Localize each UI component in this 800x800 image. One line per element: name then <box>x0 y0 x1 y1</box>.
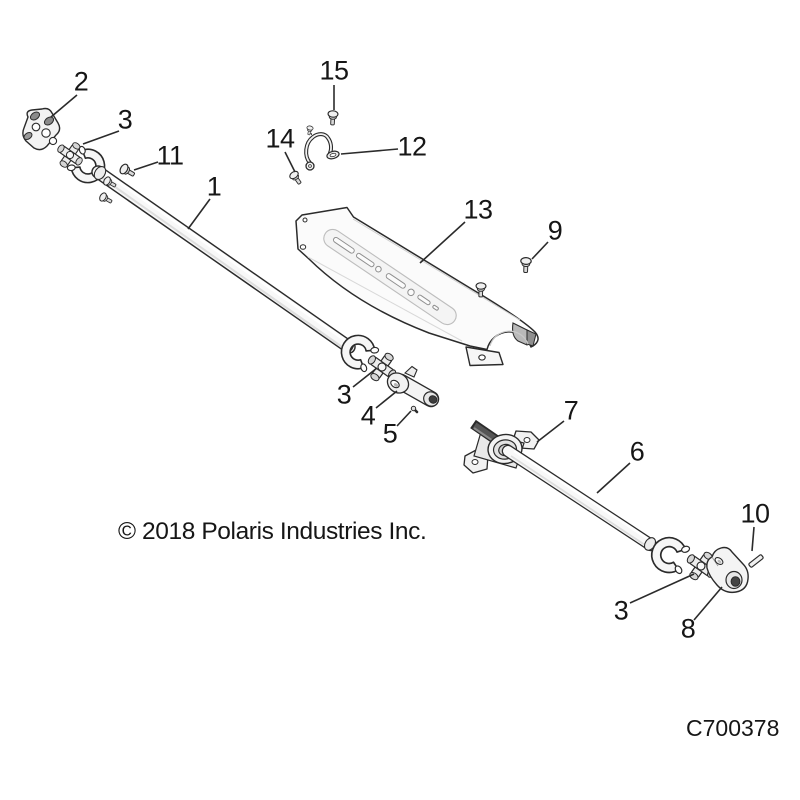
part-15-screw <box>326 109 339 126</box>
callout-10: 10 <box>740 498 770 529</box>
part-8-coupler-lower <box>706 546 749 594</box>
copyright-text: © 2018 Polaris Industries Inc. <box>118 518 427 545</box>
callout-5: 5 <box>382 418 398 449</box>
callout-9: 9 <box>547 215 563 246</box>
part-6-lower-prop-shaft <box>501 444 694 579</box>
callout-11: 11 <box>156 140 184 171</box>
part-2-flange-yoke <box>22 107 61 151</box>
part-4-coupler <box>386 365 440 408</box>
diagram-code: C700378 <box>686 715 780 741</box>
part-9-shield-bolts <box>475 256 532 298</box>
callout-15: 15 <box>319 55 349 86</box>
callout-8: 8 <box>680 613 696 644</box>
part-5-set-screw <box>410 405 419 414</box>
callout-7: 7 <box>563 395 579 426</box>
part-10-pin <box>748 554 764 568</box>
callout-3-upper: 3 <box>117 104 133 135</box>
part-12-retainer-loop <box>304 132 340 171</box>
part-1-upper-prop-shaft <box>63 141 383 377</box>
callout-3-lower: 3 <box>613 595 629 626</box>
callout-2: 2 <box>73 66 89 97</box>
part-11-bolt <box>117 162 138 180</box>
part-13-shield <box>295 206 539 367</box>
callout-6: 6 <box>629 436 645 467</box>
callout-12: 12 <box>397 131 427 162</box>
callout-14: 14 <box>265 123 295 154</box>
callout-13: 13 <box>463 194 493 225</box>
callout-1: 1 <box>206 171 222 202</box>
callout-3-mid: 3 <box>336 379 352 410</box>
part-14-bolt <box>287 169 305 187</box>
callout-leader-lines <box>50 85 755 621</box>
callout-4: 4 <box>360 400 376 431</box>
